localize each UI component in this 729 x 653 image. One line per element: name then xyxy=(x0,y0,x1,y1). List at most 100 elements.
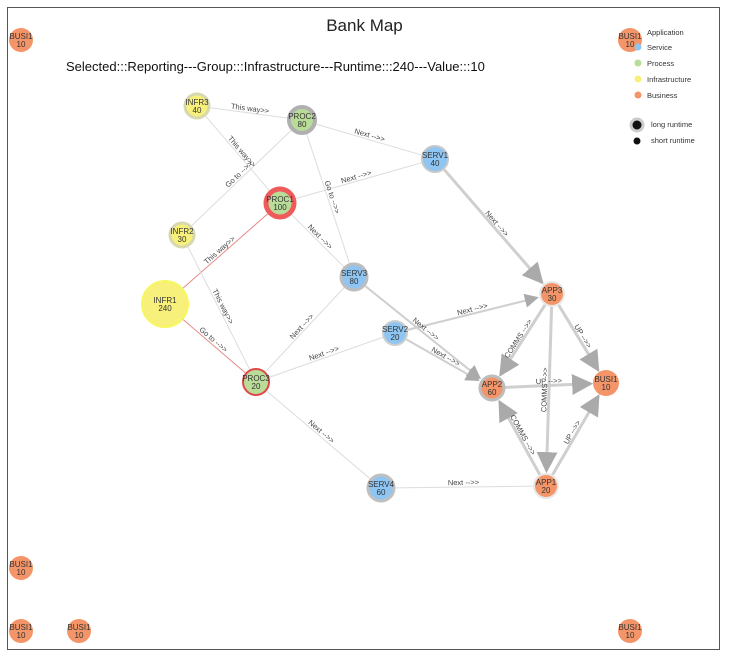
node-circle[interactable] xyxy=(593,370,619,396)
edge-label: Next -->> xyxy=(307,418,337,445)
node-circle[interactable] xyxy=(242,368,270,396)
node-value: 20 xyxy=(252,382,261,391)
edge-label: Next -->> xyxy=(448,478,480,487)
node-value: 240 xyxy=(158,304,172,313)
legend-label-application: Application xyxy=(647,28,684,37)
node-value: 100 xyxy=(273,203,287,212)
legend-label-short-runtime: short runtime xyxy=(651,136,695,145)
map-frame xyxy=(7,7,720,650)
legend-swatch-infrastructure xyxy=(634,75,642,83)
legend: Application Service Process Infrastructu… xyxy=(629,28,695,145)
node-value: 40 xyxy=(431,159,440,168)
node-circle[interactable] xyxy=(366,473,396,503)
node-name: INFR1 xyxy=(153,296,177,305)
node-value: 10 xyxy=(75,631,84,640)
node-circle[interactable] xyxy=(67,619,91,643)
map-title: Bank Map xyxy=(326,16,403,35)
node-name: APP2 xyxy=(482,380,503,389)
node-circle[interactable] xyxy=(539,281,565,307)
node-circle[interactable] xyxy=(9,619,33,643)
node-value: 10 xyxy=(17,40,26,49)
node-circle[interactable] xyxy=(9,28,33,52)
edge-proc3-serv4 xyxy=(266,390,371,480)
edge-proc3-serv3 xyxy=(265,287,345,373)
node-circle[interactable] xyxy=(263,186,297,220)
edge-proc1-serv3 xyxy=(291,214,345,268)
long-runtime-swatch xyxy=(629,117,645,133)
node-circle[interactable] xyxy=(339,262,369,292)
legend-label-service: Service xyxy=(647,43,672,52)
node-name: INFR2 xyxy=(170,227,194,236)
node-circle[interactable] xyxy=(478,374,506,402)
legend-item-short-runtime: short runtime xyxy=(633,136,695,145)
edge-label: Next -->> xyxy=(483,209,511,239)
legend-label-infrastructure: Infrastructure xyxy=(647,75,691,84)
edge-label: This way>> xyxy=(210,287,236,326)
legend-item-application: Application xyxy=(647,28,684,37)
short-runtime-swatch xyxy=(633,137,641,145)
legend-item-long-runtime: long runtime xyxy=(629,117,692,133)
edge-label: Next -->> xyxy=(288,311,316,340)
node-name: PROC1 xyxy=(266,195,294,204)
legend-label-process: Process xyxy=(647,59,674,68)
node-value: 10 xyxy=(626,631,635,640)
edge-label: Go to -->> xyxy=(223,159,254,190)
edge-serv3-app2 xyxy=(364,285,482,380)
edge-app3-app2 xyxy=(499,304,547,377)
edge-label: Next -->> xyxy=(308,344,341,363)
node-name: APP3 xyxy=(542,286,563,295)
node-circle[interactable] xyxy=(618,619,642,643)
legend-item-process: Process xyxy=(634,59,674,68)
node-name: APP1 xyxy=(536,478,557,487)
legend-item-business: Business xyxy=(634,91,678,100)
node-name: BUSI1 xyxy=(618,32,642,41)
edge-serv1-app3 xyxy=(443,168,544,285)
node-value: 60 xyxy=(488,388,497,397)
node-circle[interactable] xyxy=(183,92,211,120)
node-name: BUSI1 xyxy=(67,623,91,632)
node-circle[interactable] xyxy=(533,473,559,499)
node-name: SERV4 xyxy=(368,480,395,489)
nodes-layer: INFR340PROC280SERV140PROC1100INFR230INFR… xyxy=(9,28,642,643)
edge-proc2-serv3 xyxy=(306,134,350,264)
node-value: 10 xyxy=(602,383,611,392)
node-circle[interactable] xyxy=(141,280,189,328)
edge-infr3-proc1 xyxy=(205,115,270,191)
edge-app2-busi1_r xyxy=(505,373,594,395)
edge-infr2-proc3 xyxy=(187,246,251,370)
node-value: 10 xyxy=(17,568,26,577)
edge-label: Next -->> xyxy=(411,316,441,343)
node-name: BUSI1 xyxy=(9,32,33,41)
node-value: 60 xyxy=(377,488,386,497)
node-circle[interactable] xyxy=(287,105,317,135)
node-circle[interactable] xyxy=(421,145,449,173)
node-name: SERV2 xyxy=(382,325,409,334)
node-name: BUSI1 xyxy=(9,623,33,632)
node-value: 80 xyxy=(298,120,307,129)
node-circle[interactable] xyxy=(382,320,408,346)
node-name: BUSI1 xyxy=(9,560,33,569)
edge-app3-busi1_r xyxy=(557,304,600,372)
node-circle[interactable] xyxy=(9,556,33,580)
node-circle[interactable] xyxy=(168,221,196,249)
